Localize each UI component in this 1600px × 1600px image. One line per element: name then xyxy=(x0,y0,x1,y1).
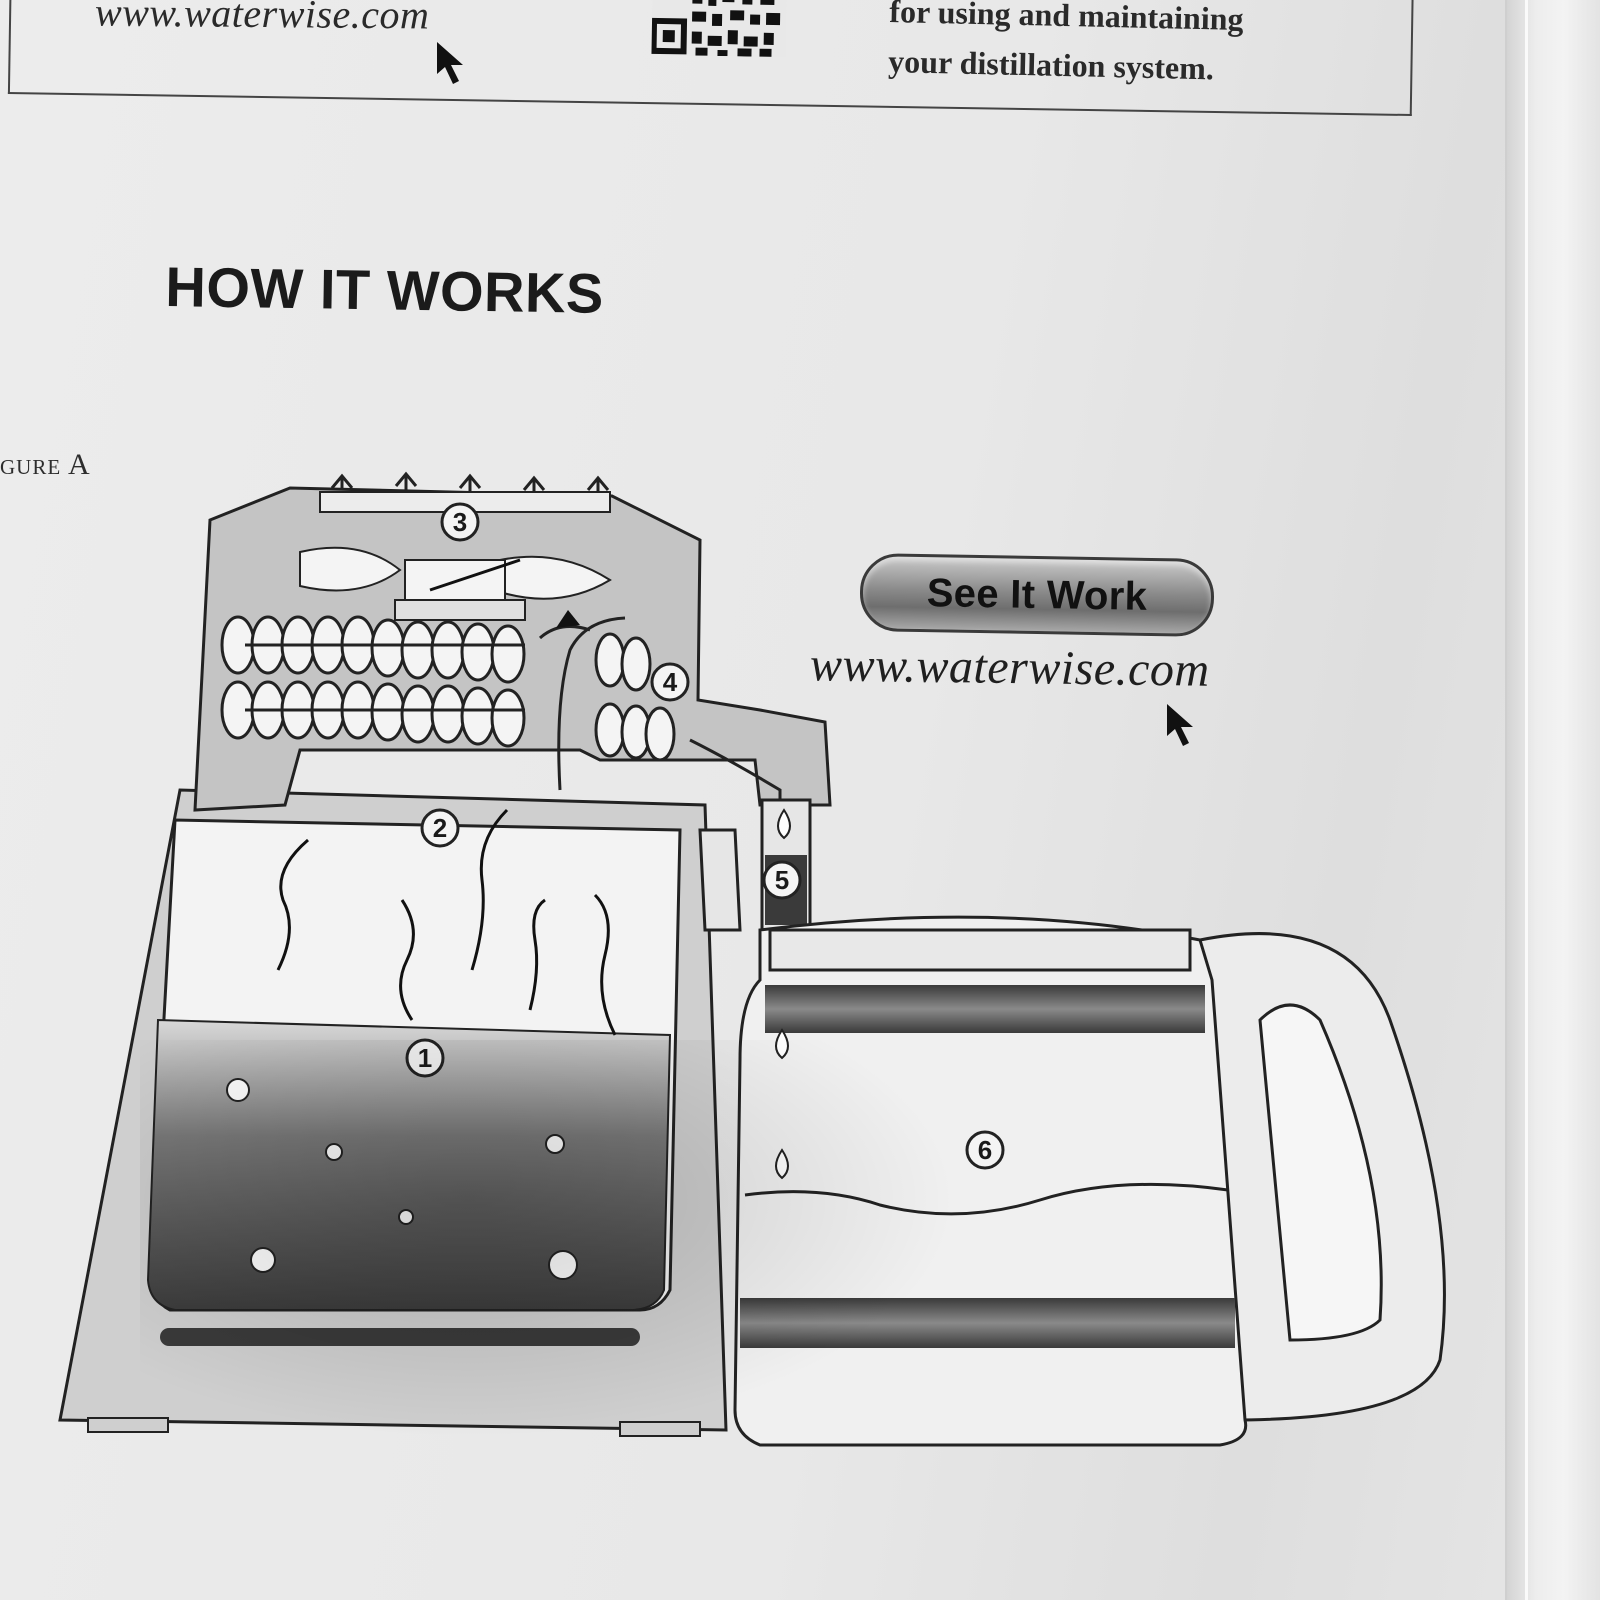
section-title: HOW IT WORKS xyxy=(164,254,605,325)
cursor-arrow-icon xyxy=(437,42,463,84)
callout-marker-5: 5 xyxy=(762,860,802,900)
binding-line xyxy=(1525,0,1528,1600)
callout-marker-3: 3 xyxy=(440,502,480,542)
callout-label-4: 4 xyxy=(663,667,678,697)
callout-label-2: 2 xyxy=(433,813,447,843)
callout-marker-1: 1 xyxy=(405,1038,445,1078)
callout-label-5: 5 xyxy=(775,865,789,895)
callout-label-6: 6 xyxy=(978,1135,992,1165)
qr-code-icon[interactable] xyxy=(651,0,787,58)
callout-label-3: 3 xyxy=(453,507,467,537)
instructions-text: for using and maintaining your distillat… xyxy=(888,0,1410,98)
callout-label-1: 1 xyxy=(418,1043,432,1073)
callout-marker-2: 2 xyxy=(420,808,460,848)
callout-marker-6: 6 xyxy=(965,1130,1005,1170)
figure-label: gure A xyxy=(0,448,91,481)
cursor-arrow-icon xyxy=(1167,704,1193,746)
callout-marker-4: 4 xyxy=(650,662,690,702)
distiller-diagram: 1 2 3 4 5 6 xyxy=(58,471,1446,1447)
page-edge xyxy=(1505,0,1600,1600)
top-website-link[interactable]: www.waterwise.com xyxy=(94,0,430,38)
boiling-water xyxy=(146,1018,672,1311)
cooling-fan xyxy=(299,546,612,621)
